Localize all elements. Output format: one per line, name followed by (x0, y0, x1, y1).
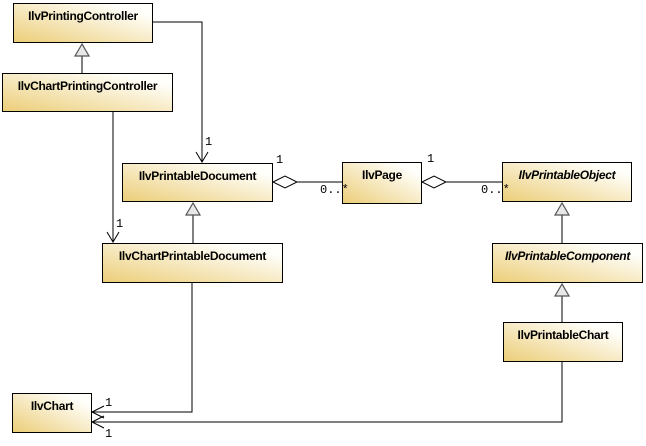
open-arrowhead-icon (106, 231, 120, 243)
class-box-ilvchart[interactable]: IlvChart (12, 393, 92, 433)
open-arrowhead-icon (195, 151, 209, 163)
class-box-ilvprintingcontroller[interactable]: IlvPrintingController (13, 3, 153, 43)
edge-generalization-chartprintingcontroller-to-printingcontroller (73, 42, 91, 73)
class-box-ilvchartprintabledocument[interactable]: IlvChartPrintableDocument (102, 243, 283, 283)
aggregation-diamond-icon (271, 175, 299, 189)
class-box-ilvprintablecomponent[interactable]: IlvPrintableComponent (492, 243, 643, 283)
edge-generalization-chartprintabledocument-to-printabledocument (184, 201, 202, 243)
edge-generalization-printablecomponent-to-printableobject (553, 201, 571, 243)
class-name: IlvPrintableDocument (138, 169, 257, 183)
multiplicity-label-document-whole: 1 (276, 153, 284, 167)
multiplicity-label-printableobject-part: 0..* (481, 183, 510, 197)
multiplicity-label-page-part: 0..* (320, 183, 349, 197)
generalization-triangle-icon (553, 282, 571, 297)
class-name: IlvPrintingController (28, 9, 138, 23)
aggregation-diamond-icon (420, 175, 448, 189)
open-arrowhead-icon (90, 405, 105, 419)
class-box-ilvchartprintingcontroller[interactable]: IlvChartPrintingController (2, 73, 173, 112)
class-box-ilvpage[interactable]: IlvPage (342, 162, 422, 204)
class-box-ilvprintableobject[interactable]: IlvPrintableObject (502, 162, 632, 202)
class-name: IlvChart (30, 399, 74, 413)
class-name: IlvPage (362, 168, 402, 182)
class-name: IlvPrintableObject (518, 168, 616, 182)
edge-generalization-printablechart-to-printablecomponent (553, 282, 571, 322)
class-name: IlvChartPrintableDocument (118, 249, 267, 263)
class-box-ilvprintabledocument[interactable]: IlvPrintableDocument (122, 163, 273, 202)
generalization-triangle-icon (184, 201, 202, 216)
multiplicity-label-chartprintabledocument: 1 (116, 217, 124, 231)
class-box-ilvprintablechart[interactable]: IlvPrintableChart (503, 322, 623, 362)
multiplicity-label-page-whole: 1 (427, 152, 435, 166)
class-name: IlvChartPrintingController (17, 79, 158, 93)
class-name: IlvPrintableComponent (504, 249, 631, 263)
edge-association-printablechart-to-chart (90, 362, 563, 429)
multiplicity-label-chart-upper: 1 (105, 396, 113, 410)
generalization-triangle-icon (73, 42, 91, 57)
multiplicity-label-chart-lower: 1 (105, 427, 113, 441)
generalization-triangle-icon (553, 201, 571, 216)
multiplicity-label-printabledocument: 1 (205, 135, 213, 149)
open-arrowhead-icon (90, 415, 105, 429)
class-name: IlvPrintableChart (517, 328, 609, 342)
